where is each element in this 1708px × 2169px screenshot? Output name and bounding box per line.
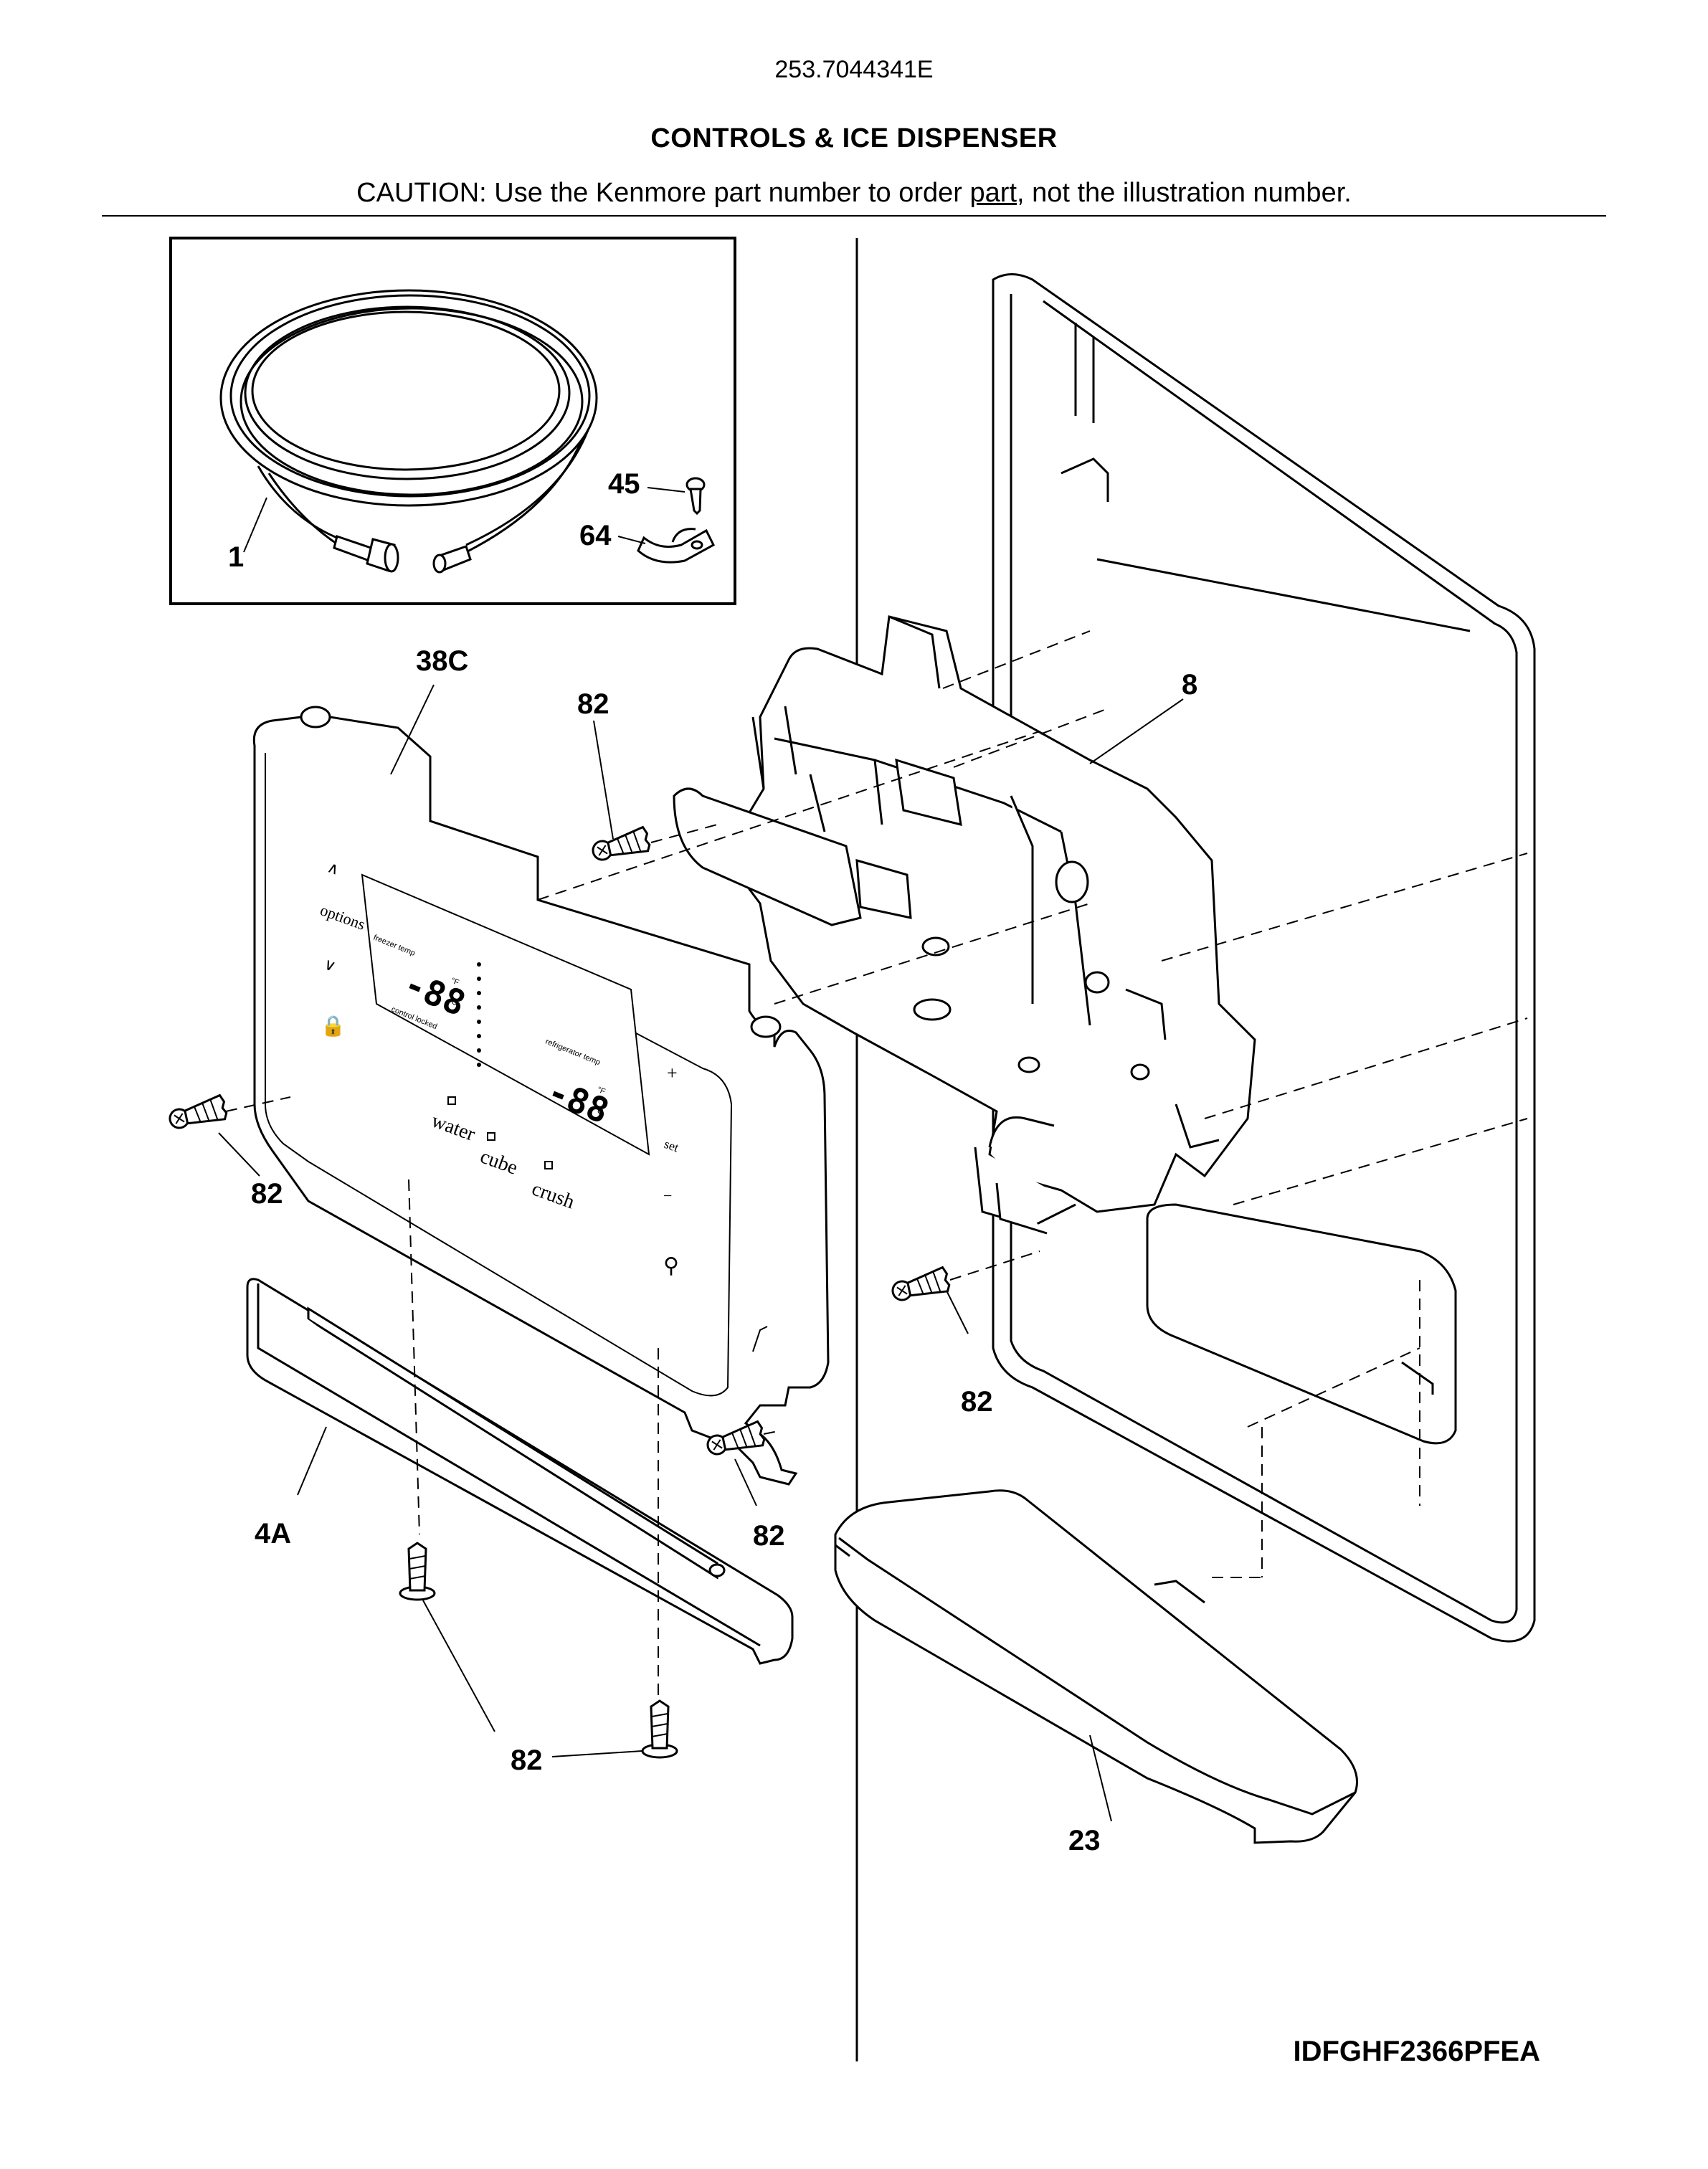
leader-64 bbox=[617, 536, 646, 544]
callout-1: 1 bbox=[228, 541, 244, 573]
callout-82-panel-top: 82 bbox=[577, 688, 609, 720]
tube-open-end bbox=[432, 545, 472, 574]
lock-icon[interactable]: 🔒 bbox=[321, 1015, 346, 1038]
screw-82-recess bbox=[888, 1266, 952, 1304]
minus-icon[interactable]: − bbox=[663, 1187, 672, 1205]
callout-23: 23 bbox=[1068, 1825, 1101, 1856]
callout-82-panel-bottom: 82 bbox=[753, 1520, 785, 1552]
callout-82-trim: 82 bbox=[511, 1745, 543, 1776]
leader-45 bbox=[647, 487, 685, 493]
refrigerator-deg-c: °C bbox=[593, 1106, 604, 1117]
callout-64: 64 bbox=[579, 520, 612, 551]
callout-8: 8 bbox=[1182, 669, 1197, 701]
screw-82-panel-left bbox=[166, 1093, 229, 1131]
screw-82-trim-left bbox=[399, 1542, 436, 1601]
refrigerator-deg-f: °F bbox=[596, 1086, 607, 1096]
lcd-window bbox=[361, 873, 650, 1156]
feature-list-dots bbox=[477, 962, 481, 1067]
caution-part-link: part bbox=[969, 178, 1017, 208]
header-rule bbox=[102, 215, 1606, 217]
tubing-kit-inset: 1 45 64 bbox=[169, 237, 736, 605]
section-title: CONTROLS & ICE DISPENSER bbox=[650, 123, 1058, 153]
dispenser-housing-8 bbox=[673, 615, 1256, 1235]
screw-82-trim-right bbox=[641, 1699, 678, 1759]
light-bulb-icon[interactable]: ⚲ bbox=[663, 1254, 679, 1278]
plus-icon[interactable]: + bbox=[667, 1063, 678, 1083]
control-panel-38c: ∧ options ∨ 🔒 freezer temp -88 °F °C con… bbox=[252, 706, 830, 1486]
callout-82-panel-left: 82 bbox=[251, 1178, 283, 1210]
model-number: 253.7044341E bbox=[774, 56, 934, 83]
water-indicator bbox=[447, 1096, 456, 1105]
down-arrow-icon[interactable]: ∨ bbox=[321, 954, 338, 975]
caution-note: CAUTION: Use the Kenmore part number to … bbox=[0, 178, 1708, 209]
leader-1 bbox=[243, 497, 267, 553]
callout-45: 45 bbox=[608, 468, 640, 500]
up-arrow-icon[interactable]: ∧ bbox=[325, 858, 342, 878]
figure-id: IDFGHF2366PFEA bbox=[1293, 2036, 1540, 2067]
drip-tray-23 bbox=[834, 1489, 1358, 1844]
caution-text-start: CAUTION: Use the Kenmore part number to … bbox=[356, 178, 970, 208]
tube-end-fitting bbox=[333, 535, 399, 573]
callout-leaders bbox=[218, 684, 1184, 1822]
callout-4a: 4A bbox=[255, 1518, 291, 1549]
inset-frame bbox=[169, 237, 736, 605]
dispenser-recess bbox=[992, 273, 1536, 1643]
callout-38c: 38C bbox=[416, 645, 468, 677]
screw-82-panel-top bbox=[589, 825, 652, 863]
cube-indicator bbox=[487, 1132, 495, 1141]
tube-clamp-64 bbox=[637, 528, 715, 564]
caution-text-end: , not the illustration number. bbox=[1017, 178, 1352, 208]
dispenser-trim-4a bbox=[246, 1278, 794, 1665]
assembly-dashed-lines bbox=[225, 630, 1528, 1699]
callout-82-recess: 82 bbox=[961, 1386, 993, 1418]
crush-indicator bbox=[544, 1161, 553, 1169]
screw-45 bbox=[685, 477, 706, 516]
water-tubing-coil bbox=[219, 289, 598, 557]
freezer-deg-c: °C bbox=[447, 997, 459, 1008]
freezer-deg-f: °F bbox=[450, 977, 460, 987]
